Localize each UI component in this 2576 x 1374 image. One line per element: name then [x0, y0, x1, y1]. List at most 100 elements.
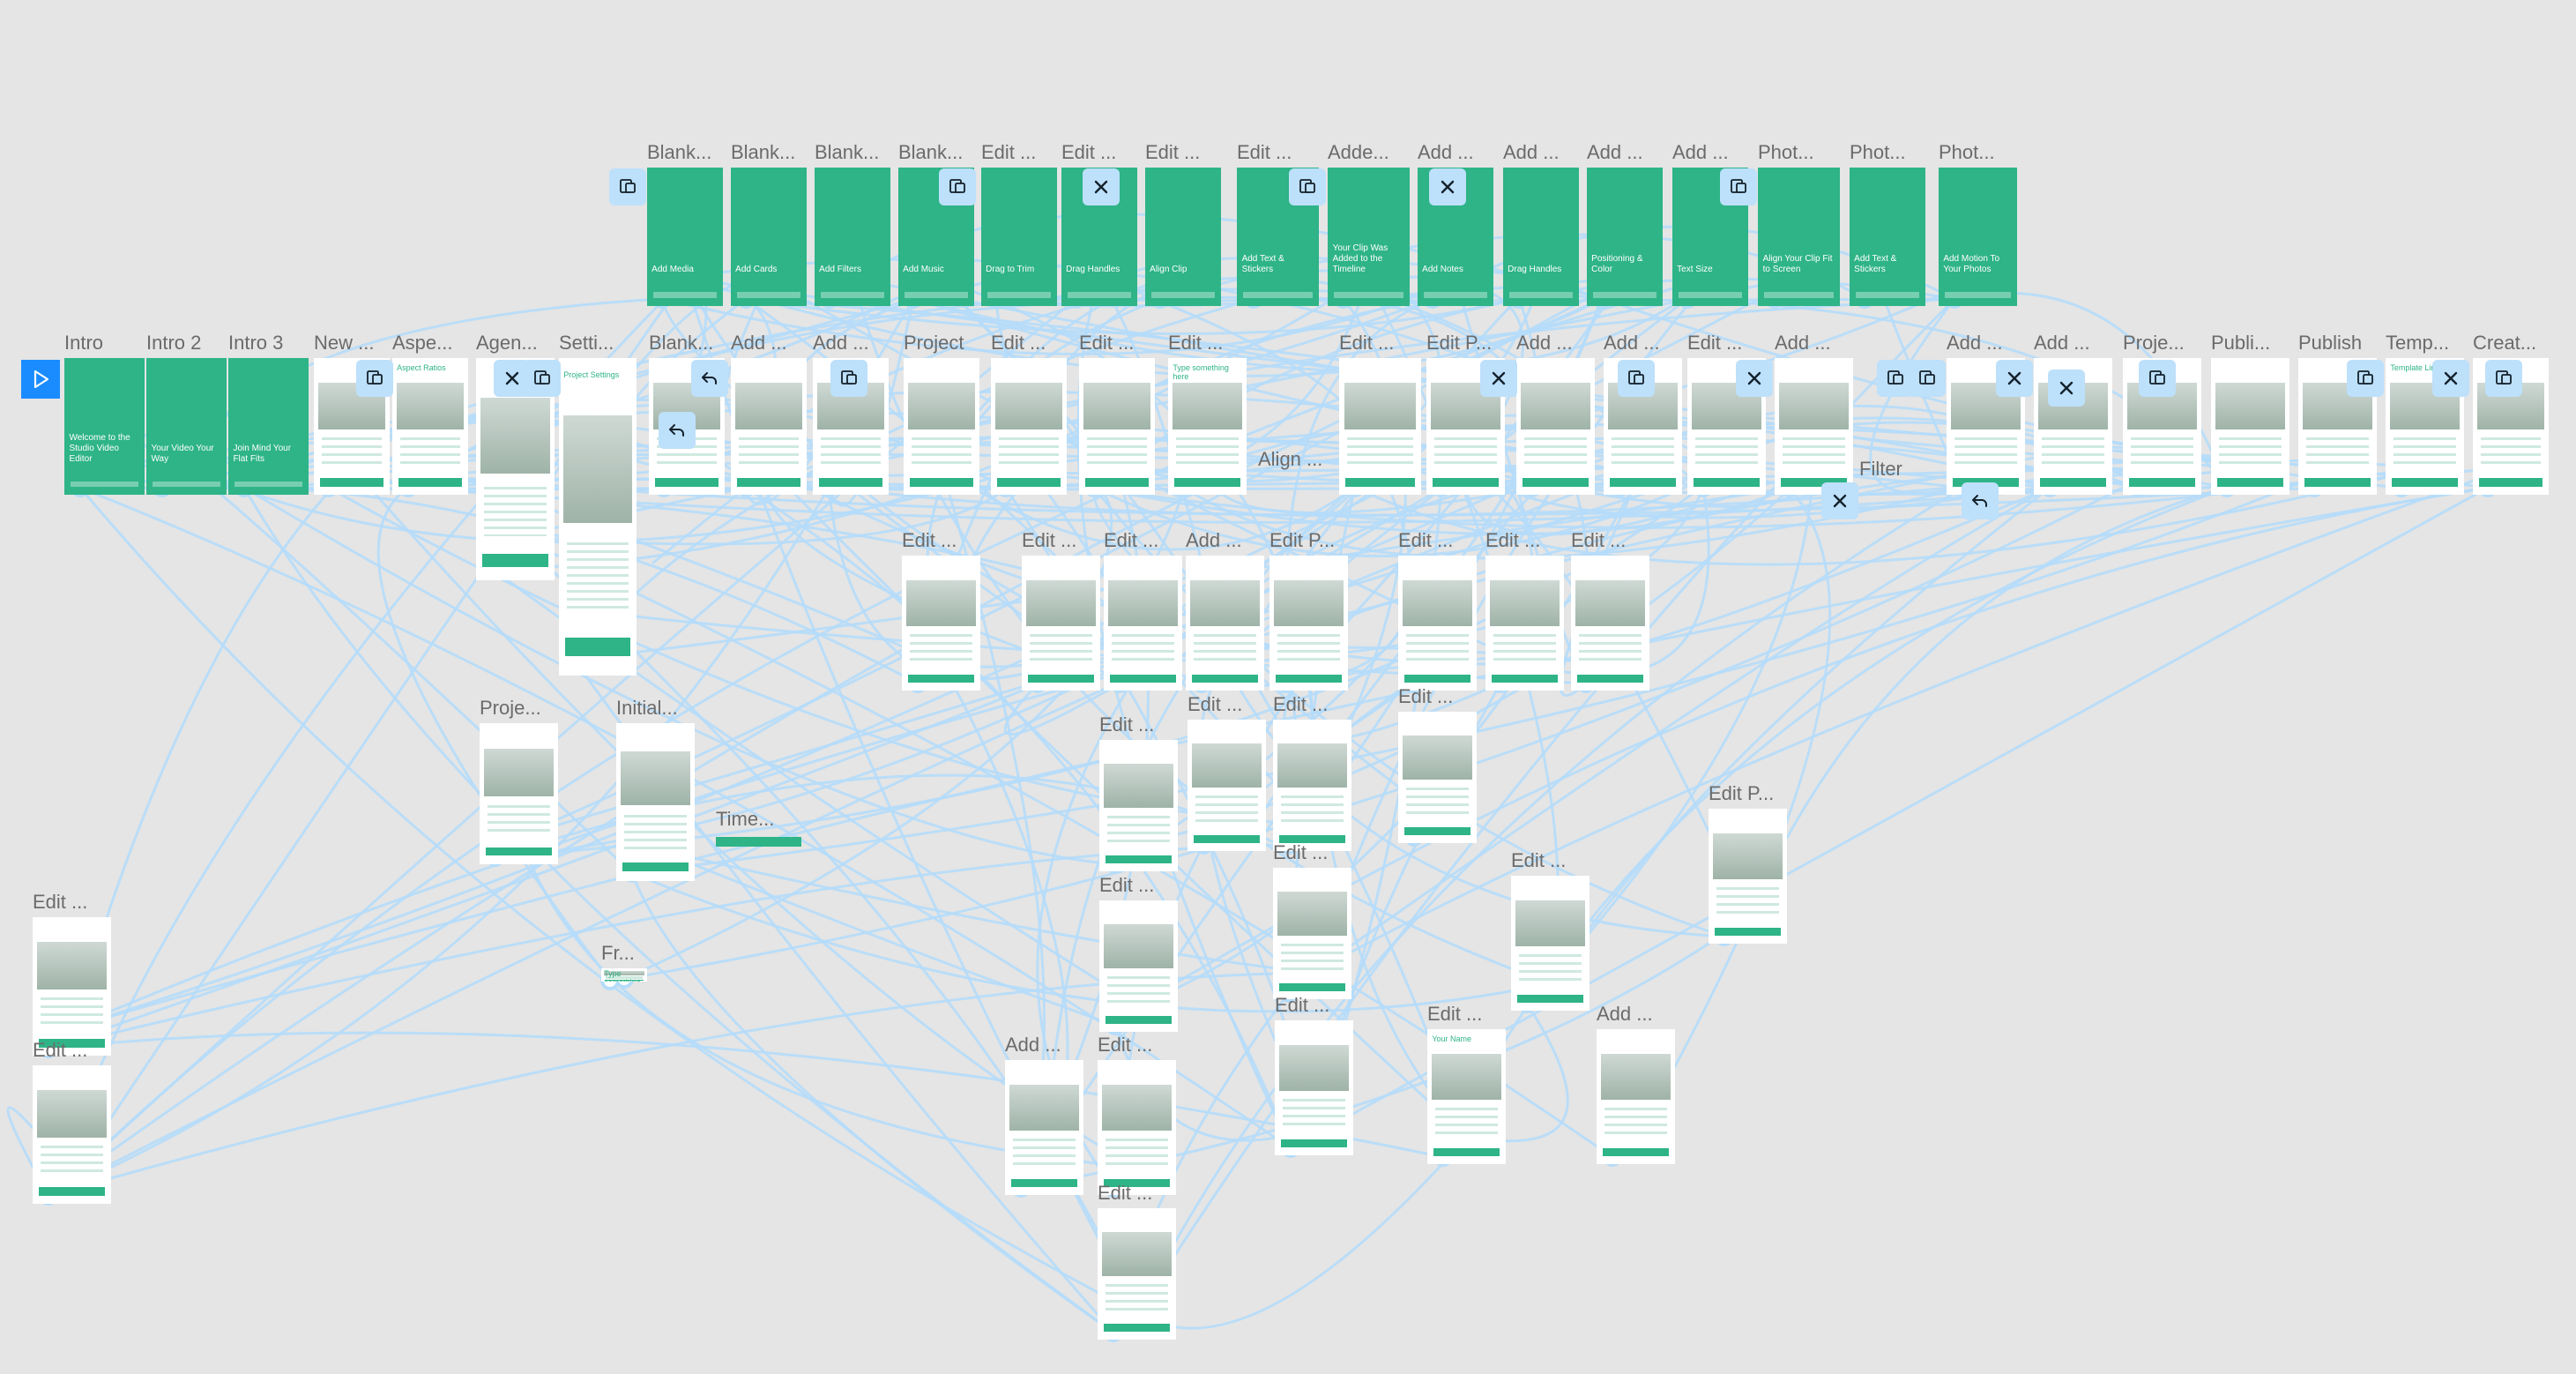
- frame-label[interactable]: Add ...: [813, 332, 869, 354]
- frame-thumbnail[interactable]: Welcome to the Studio Video Editor: [64, 358, 145, 495]
- frame-label[interactable]: Proje...: [2123, 332, 2185, 354]
- frame-thumbnail[interactable]: [904, 358, 979, 495]
- close-button[interactable]: [1736, 360, 1773, 397]
- frame-thumbnail[interactable]: [33, 917, 111, 1056]
- frame-label[interactable]: Edit ...: [1098, 1182, 1153, 1204]
- frame-label[interactable]: Intro: [64, 332, 104, 354]
- frame-label[interactable]: Edit P...: [1269, 529, 1336, 551]
- close-button[interactable]: [1480, 360, 1517, 397]
- frame-label[interactable]: Add ...: [1587, 141, 1643, 163]
- frame-thumbnail[interactable]: [1775, 358, 1853, 495]
- swap-button[interactable]: [524, 360, 561, 397]
- frame-label[interactable]: Fr...: [601, 942, 635, 964]
- frame-label[interactable]: Edit ...: [1145, 141, 1201, 163]
- frame-label[interactable]: Blank...: [647, 141, 712, 163]
- close-button[interactable]: [1821, 482, 1858, 519]
- frame-label[interactable]: Temp...: [2386, 332, 2450, 354]
- frame-thumbnail[interactable]: [1273, 720, 1351, 851]
- frame-thumbnail[interactable]: Align Clip: [1145, 168, 1221, 306]
- frame-label[interactable]: Edit ...: [1273, 693, 1329, 715]
- frame-label[interactable]: Blank...: [815, 141, 880, 163]
- frame-label[interactable]: Project: [904, 332, 964, 354]
- frame-label[interactable]: Add ...: [1604, 332, 1660, 354]
- frame-thumbnail[interactable]: [1098, 1208, 1176, 1340]
- play-button[interactable]: [21, 360, 60, 399]
- frame-thumbnail[interactable]: [1099, 740, 1178, 871]
- frame-label[interactable]: Edit ...: [1398, 685, 1454, 707]
- frame-thumbnail[interactable]: [1005, 1060, 1083, 1195]
- swap-button[interactable]: [830, 360, 867, 397]
- frame-label[interactable]: Publish: [2298, 332, 2363, 354]
- swap-button[interactable]: [2485, 360, 2522, 397]
- frame-thumbnail[interactable]: [1187, 720, 1266, 851]
- frame-thumbnail[interactable]: [1099, 900, 1178, 1032]
- frame-thumbnail[interactable]: Add Media: [647, 168, 723, 306]
- frame-label[interactable]: New ...: [314, 332, 375, 354]
- swap-button[interactable]: [939, 168, 976, 205]
- frame-thumbnail[interactable]: Type something: [601, 968, 647, 982]
- close-button[interactable]: [2432, 360, 2469, 397]
- frame-thumbnail[interactable]: [2211, 358, 2289, 495]
- frame-label[interactable]: Add ...: [1005, 1034, 1061, 1056]
- frame-label[interactable]: Add ...: [1186, 529, 1242, 551]
- frame-label[interactable]: Initial...: [616, 697, 678, 719]
- frame-thumbnail[interactable]: [33, 1065, 111, 1204]
- frame-label[interactable]: Publi...: [2211, 332, 2271, 354]
- swap-button[interactable]: [1289, 168, 1326, 205]
- timeline-strip[interactable]: [716, 837, 801, 847]
- frame-thumbnail[interactable]: [1709, 809, 1787, 944]
- frame-thumbnail[interactable]: Your Name: [1427, 1029, 1506, 1164]
- frame-thumbnail[interactable]: Drag Handles: [1503, 168, 1579, 306]
- frame-label[interactable]: Add ...: [1418, 141, 1474, 163]
- frame-thumbnail[interactable]: [731, 358, 807, 495]
- frame-thumbnail[interactable]: [1104, 556, 1182, 691]
- frame-label[interactable]: Edit ...: [1187, 693, 1243, 715]
- frame-label[interactable]: Blank...: [649, 332, 714, 354]
- frame-label[interactable]: Edit ...: [1398, 529, 1454, 551]
- back-button[interactable]: [659, 412, 696, 449]
- close-button[interactable]: [1429, 168, 1466, 205]
- frame-label[interactable]: Edit ...: [902, 529, 957, 551]
- frame-thumbnail[interactable]: [1339, 358, 1421, 495]
- frame-thumbnail[interactable]: [1571, 556, 1649, 691]
- frame-thumbnail[interactable]: Add Text & Stickers: [1850, 168, 1925, 306]
- frame-label[interactable]: Agen...: [476, 332, 538, 354]
- swap-button[interactable]: [1877, 360, 1914, 397]
- frame-thumbnail[interactable]: [902, 556, 980, 691]
- frame-label[interactable]: Adde...: [1328, 141, 1389, 163]
- frame-label[interactable]: Proje...: [480, 697, 541, 719]
- frame-thumbnail[interactable]: Aspect Ratios: [392, 358, 468, 495]
- frame-label[interactable]: Edit ...: [1275, 994, 1330, 1016]
- frame-label[interactable]: Edit P...: [1709, 782, 1775, 804]
- frame-thumbnail[interactable]: Drag to Trim: [981, 168, 1057, 306]
- frame-thumbnail[interactable]: Add Cards: [731, 168, 807, 306]
- frame-label[interactable]: Edit ...: [1098, 1034, 1153, 1056]
- frame-thumbnail[interactable]: [1398, 712, 1477, 843]
- frame-thumbnail[interactable]: Add Filters: [815, 168, 890, 306]
- frame-label[interactable]: Edit ...: [981, 141, 1037, 163]
- frame-thumbnail[interactable]: Align Your Clip Fit to Screen: [1758, 168, 1840, 306]
- frame-label[interactable]: Add ...: [1503, 141, 1560, 163]
- frame-thumbnail[interactable]: [1273, 868, 1351, 999]
- frame-label[interactable]: Blank...: [731, 141, 796, 163]
- frame-thumbnail[interactable]: [1186, 556, 1264, 691]
- swap-button[interactable]: [1909, 360, 1946, 397]
- frame-label[interactable]: Phot...: [1850, 141, 1906, 163]
- frame-thumbnail[interactable]: Your Clip Was Added to the Timeline: [1328, 168, 1410, 306]
- frame-label[interactable]: Phot...: [1758, 141, 1814, 163]
- frame-label[interactable]: Creat...: [2473, 332, 2537, 354]
- swap-button[interactable]: [2347, 360, 2384, 397]
- frame-thumbnail[interactable]: Your Video Your Way: [146, 358, 227, 495]
- frame-label[interactable]: Edit ...: [1061, 141, 1117, 163]
- frame-label[interactable]: Add ...: [1947, 332, 2003, 354]
- frame-thumbnail[interactable]: Add Motion To Your Photos: [1939, 168, 2017, 306]
- frame-label[interactable]: Add ...: [2034, 332, 2090, 354]
- close-button[interactable]: [2048, 370, 2085, 407]
- frame-label[interactable]: Edit ...: [1485, 529, 1541, 551]
- frame-label[interactable]: Blank...: [898, 141, 964, 163]
- frame-thumbnail[interactable]: [1098, 1060, 1176, 1195]
- frame-label[interactable]: Add ...: [1516, 332, 1573, 354]
- swap-button[interactable]: [2139, 360, 2176, 397]
- frame-thumbnail[interactable]: Text Size: [1672, 168, 1748, 306]
- swap-button[interactable]: [609, 168, 646, 205]
